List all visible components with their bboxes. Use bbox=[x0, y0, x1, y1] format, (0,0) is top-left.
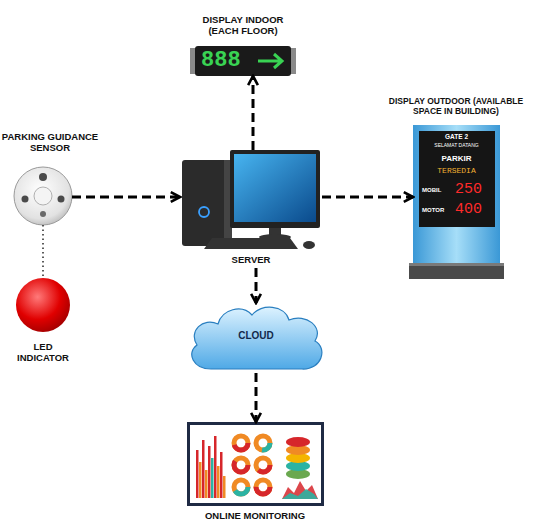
chart-bar bbox=[214, 436, 217, 498]
sensor-hole bbox=[39, 173, 47, 181]
chart-bar bbox=[208, 446, 211, 498]
donut bbox=[234, 436, 248, 450]
chart-bar bbox=[217, 466, 220, 498]
donut bbox=[256, 436, 270, 450]
data-flow-arrow bbox=[252, 76, 255, 150]
area-chart bbox=[282, 489, 318, 499]
donut bbox=[256, 458, 270, 472]
chart-bar bbox=[205, 470, 208, 498]
display-text: SELAMAT DATANG bbox=[413, 142, 500, 148]
device-label: DISPLAY OUTDOOR (AVAILABLE SPACE IN BUIL… bbox=[376, 96, 536, 116]
chart-bar bbox=[202, 440, 205, 498]
chart-bar bbox=[220, 452, 223, 498]
monitor-screen bbox=[234, 154, 316, 222]
mouse bbox=[303, 241, 315, 249]
display-text: MOBIL bbox=[422, 187, 441, 194]
data-flow-arrow bbox=[322, 196, 413, 199]
donut-charts bbox=[234, 436, 270, 494]
chart-bar bbox=[211, 458, 214, 498]
outdoor-display-node: DISPLAY OUTDOOR (AVAILABLE SPACE IN BUIL… bbox=[413, 125, 500, 265]
device-label: PARKING GUIDANCE SENSOR bbox=[0, 131, 100, 154]
donut bbox=[256, 480, 270, 494]
sensor-hole bbox=[22, 196, 29, 203]
outdoor-board bbox=[413, 125, 500, 265]
cloud-label: CLOUD bbox=[185, 330, 327, 342]
device-label: SERVER bbox=[180, 254, 322, 265]
donut bbox=[234, 436, 248, 450]
server-node: SERVER bbox=[180, 150, 322, 268]
device-label: LED INDICATOR bbox=[11, 341, 75, 364]
power-button bbox=[199, 207, 209, 217]
display-text: MOTOR bbox=[422, 207, 444, 214]
disk-stack bbox=[286, 437, 310, 479]
monitor-bezel bbox=[230, 150, 320, 228]
donut bbox=[234, 480, 248, 494]
indoor-display-node: DISPLAY INDOOR (EACH FLOOR)888 bbox=[195, 46, 291, 76]
data-flow-arrow bbox=[255, 268, 258, 303]
chart-bar bbox=[223, 476, 226, 498]
dashboard-frame bbox=[189, 424, 323, 505]
chart-bar bbox=[199, 462, 202, 498]
display-text: TERSEDIA bbox=[413, 166, 500, 176]
donut bbox=[256, 480, 270, 494]
led-node: LED INDICATOR bbox=[16, 278, 70, 332]
data-flow-arrow bbox=[255, 373, 258, 422]
stack-disk bbox=[286, 437, 310, 447]
sensor-hole bbox=[40, 211, 46, 217]
indoor-display bbox=[195, 46, 291, 76]
device-label: ONLINE MONITORING bbox=[167, 510, 343, 521]
pc-tower bbox=[182, 160, 232, 246]
board-base-top bbox=[409, 263, 504, 266]
direction-arrow bbox=[258, 54, 282, 68]
donut bbox=[256, 436, 270, 450]
donut bbox=[256, 458, 270, 472]
data-flow-arrow bbox=[72, 196, 180, 199]
sensor-hole bbox=[58, 196, 65, 203]
donut bbox=[234, 480, 248, 494]
segment-digits: 888 bbox=[201, 48, 241, 74]
area-chart bbox=[282, 481, 318, 499]
device-label: DISPLAY INDOOR (EACH FLOOR) bbox=[188, 14, 298, 37]
display-text: PARKIR bbox=[413, 154, 500, 164]
led-light bbox=[16, 278, 70, 332]
display-count: 250 bbox=[455, 181, 482, 199]
display-text: GATE 2 bbox=[413, 133, 500, 141]
monitor-node: ONLINE MONITORING bbox=[187, 422, 323, 506]
cloud-node: CLOUD bbox=[185, 303, 327, 373]
board-base bbox=[409, 263, 504, 279]
donut bbox=[234, 458, 248, 472]
sensor-lens bbox=[34, 187, 52, 205]
keyboard bbox=[204, 238, 298, 249]
chart-bar bbox=[196, 450, 199, 498]
donut bbox=[234, 458, 248, 472]
bar-chart bbox=[196, 436, 226, 498]
display-count: 400 bbox=[455, 201, 482, 219]
sensor-dome bbox=[14, 167, 72, 225]
sensor-node: PARKING GUIDANCE SENSOR bbox=[14, 167, 72, 225]
dotted-link bbox=[42, 225, 44, 278]
